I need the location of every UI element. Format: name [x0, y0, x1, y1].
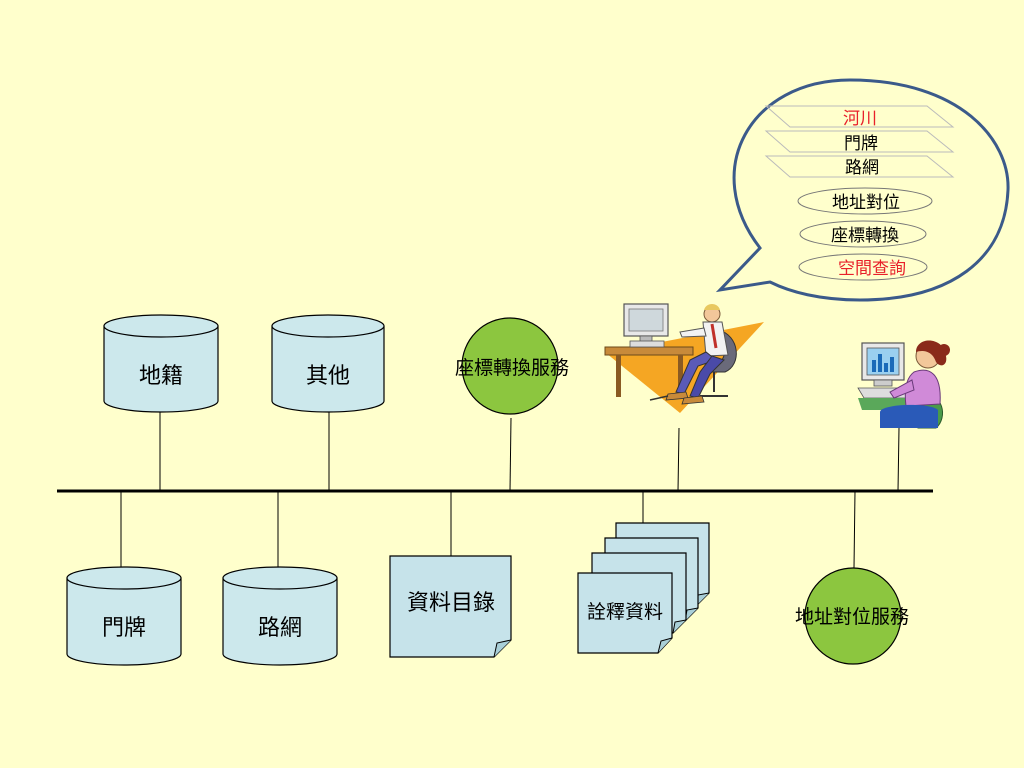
document-data-catalog: 資料目錄 — [389, 555, 512, 658]
woman-at-computer-clipart — [857, 340, 950, 429]
woman-torso — [904, 369, 941, 407]
service-coordinate-transform: 座標轉換服務 — [455, 317, 569, 415]
man-at-computer-clipart — [604, 303, 764, 413]
layer-road-network-label: 路網 — [845, 158, 879, 178]
database-other-label: 其他 — [306, 364, 350, 389]
database-cadastre: 地籍 — [103, 314, 219, 413]
layer-river-label: 河川 — [843, 109, 877, 129]
layer-doorplate-label: 門牌 — [844, 134, 878, 154]
connectors-lower — [120, 490, 856, 572]
database-other: 其他 — [271, 314, 385, 413]
desk — [604, 346, 694, 356]
service-address-geocoding-label: 地址對位服務 — [795, 606, 909, 628]
database-road-network: 路網 — [222, 566, 338, 666]
connectors-upper — [159, 412, 900, 492]
function-address-geocoding-label: 地址對位 — [832, 193, 900, 213]
function-coordinate-transform-label: 座標轉換 — [831, 226, 899, 246]
function-spatial-query-label: 空間查詢 — [838, 259, 906, 279]
document-metadata-stack: 詮釋資料 — [577, 522, 710, 654]
layer-river: 河川 — [764, 105, 955, 129]
service-coordinate-transform-label: 座標轉換服務 — [455, 357, 569, 379]
function-address-geocoding: 地址對位 — [797, 187, 933, 215]
layer-doorplate: 門牌 — [764, 130, 955, 154]
function-coordinate-transform: 座標轉換 — [799, 220, 927, 248]
metadata-page-front — [577, 572, 673, 654]
database-cadastre-label: 地籍 — [139, 364, 183, 389]
speech-bubble: 河川 門牌 路網 地址對位 座標轉換 空間查詢 — [715, 78, 1010, 302]
desktop-monitor-icon — [623, 303, 669, 348]
document-data-catalog-label: 資料目錄 — [407, 591, 495, 616]
document-metadata-label: 詮釋資料 — [587, 601, 663, 623]
database-doorplate-label: 門牌 — [102, 616, 146, 641]
function-spatial-query: 空間查詢 — [798, 253, 928, 281]
database-doorplate: 門牌 — [66, 566, 182, 666]
database-road-network-label: 路網 — [258, 616, 302, 641]
layer-road-network: 路網 — [764, 155, 955, 178]
service-address-geocoding: 地址對位服務 — [795, 567, 909, 665]
woman-legs — [880, 404, 938, 428]
